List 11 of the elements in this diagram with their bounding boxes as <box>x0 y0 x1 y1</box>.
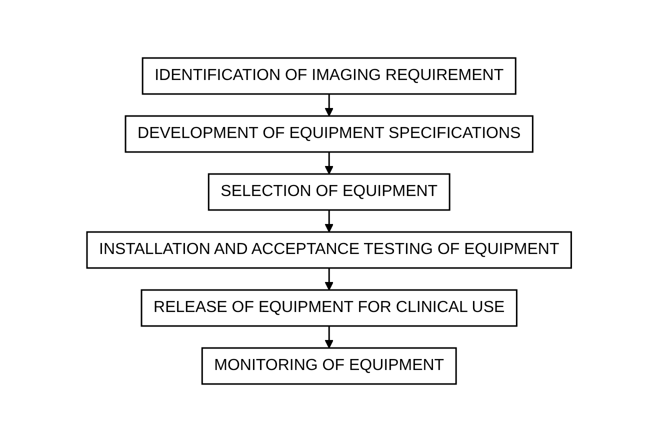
arrow <box>325 326 334 348</box>
node-box: INSTALLATION AND ACCEPTANCE TESTING OF EQUIPMENT <box>86 231 572 269</box>
node-box: SELECTION OF EQUIPMENT <box>208 173 451 211</box>
arrow <box>325 152 334 174</box>
arrow <box>325 268 334 290</box>
node-box: DEVELOPMENT OF EQUIPMENT SPECIFICATIONS <box>125 115 534 153</box>
node-box: MONITORING OF EQUIPMENT <box>202 347 458 385</box>
arrow <box>325 94 334 116</box>
node-box: RELEASE OF EQUIPMENT FOR CLINICAL USE <box>141 289 518 327</box>
node-box: IDENTIFICATION OF IMAGING REQUIREMENT <box>142 57 517 95</box>
arrow <box>325 210 334 232</box>
